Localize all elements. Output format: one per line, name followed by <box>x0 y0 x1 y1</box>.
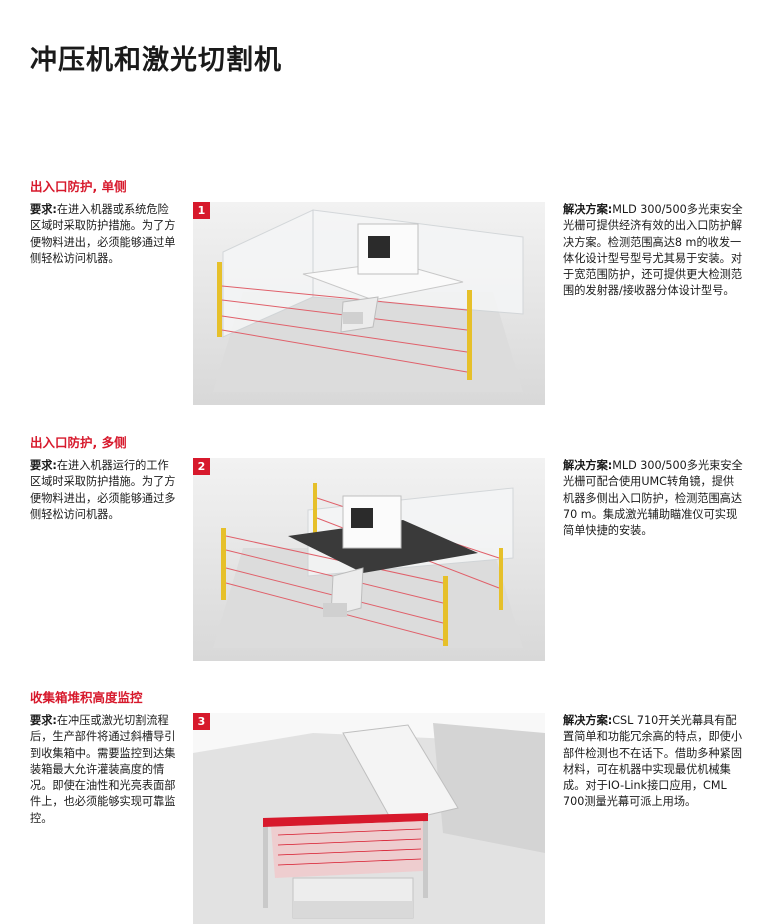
requirement-text: 要求:在冲压或激光切割流程后，生产部件将通过斜槽导引到收集箱中。需要监控到达集装… <box>30 713 178 827</box>
press-machine-illustration <box>213 209 524 392</box>
section-heading: 出入口防护, 单侧 <box>30 179 127 194</box>
figure-number-badge: 3 <box>193 713 210 730</box>
solution-body: CSL 710开关光幕具有配置简单和功能冗余高的特点，即使小部件检测也不在话下。… <box>563 714 743 809</box>
solution-label: 解决方案: <box>563 459 613 472</box>
illustration-press-multi-side: 2 <box>193 458 545 661</box>
section-heading: 收集箱堆积高度监控 <box>30 690 143 705</box>
solution-body: MLD 300/500多光束安全光栅可提供经济有效的出入口防护解决方案。检测范围… <box>563 203 743 298</box>
section-multi-side-access: 出入口防护, 多侧 要求:在进入机器运行的工作区域时采取防护措施。为了方便物料进… <box>0 432 771 672</box>
requirement-body: 在冲压或激光切割流程后，生产部件将通过斜槽导引到收集箱中。需要监控到达集装箱最大… <box>30 714 176 825</box>
figure-number-badge: 2 <box>193 458 210 475</box>
requirement-body: 在进入机器或系统危险区域时采取防护措施。为了方便物料进出，必须能够通过单侧轻松访… <box>30 203 176 265</box>
chute-and-bin-illustration <box>193 713 545 924</box>
section-single-side-access: 出入口防护, 单侧 要求:在进入机器或系统危险区域时采取防护措施。为了方便物料进… <box>0 176 771 416</box>
illustration-collection-bin: 3 <box>193 713 545 924</box>
section-heading: 出入口防护, 多侧 <box>30 435 127 450</box>
requirement-text: 要求:在进入机器运行的工作区域时采取防护措施。为了方便物料进出，必须能够通过多侧… <box>30 458 178 523</box>
figure-number-badge: 1 <box>193 202 210 219</box>
solution-text: 解决方案:CSL 710开关光幕具有配置简单和功能冗余高的特点，即使小部件检测也… <box>563 713 743 811</box>
illustration-press-single-side: 1 <box>193 202 545 405</box>
laser-cutter-illustration <box>213 483 523 648</box>
solution-body: MLD 300/500多光束安全光栅可配合使用UMC转角镜，提供机器多侧出入口防… <box>563 459 743 538</box>
requirement-label: 要求: <box>30 203 57 216</box>
solution-label: 解决方案: <box>563 203 613 216</box>
page-title: 冲压机和激光切割机 <box>30 45 282 76</box>
section-collection-bin-monitoring: 收集箱堆积高度监控 要求:在冲压或激光切割流程后，生产部件将通过斜槽导引到收集箱… <box>0 687 771 924</box>
requirement-label: 要求: <box>30 714 57 727</box>
solution-text: 解决方案:MLD 300/500多光束安全光栅可配合使用UMC转角镜，提供机器多… <box>563 458 743 539</box>
solution-text: 解决方案:MLD 300/500多光束安全光栅可提供经济有效的出入口防护解决方案… <box>563 202 743 300</box>
requirement-body: 在进入机器运行的工作区域时采取防护措施。为了方便物料进出，必须能够通过多侧轻松访… <box>30 459 176 521</box>
solution-label: 解决方案: <box>563 714 613 727</box>
requirement-text: 要求:在进入机器或系统危险区域时采取防护措施。为了方便物料进出，必须能够通过单侧… <box>30 202 178 267</box>
requirement-label: 要求: <box>30 459 57 472</box>
